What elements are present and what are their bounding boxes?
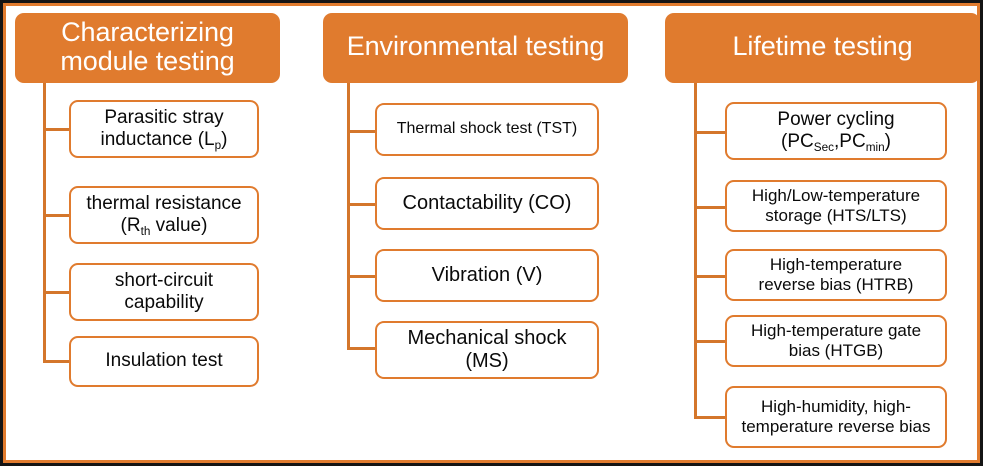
node-high-humidity-high-temperature-reverse-bias[interactable]: High-humidity, high-temperature reverse …	[725, 386, 947, 448]
connector-branch-1-3	[43, 291, 71, 294]
node-power-cycling[interactable]: Power cycling(PCSec,PCmin)	[725, 102, 947, 160]
node-label: Vibration (V)	[431, 263, 543, 286]
category-header-lifetime-testing[interactable]: Lifetime testing	[665, 13, 980, 83]
node-mechanical-shock[interactable]: Mechanical shock(MS)	[375, 321, 599, 379]
connector-branch-2-4	[347, 347, 376, 350]
connector-branch-2-2	[347, 203, 376, 206]
node-label: Insulation test	[105, 350, 223, 372]
connector-trunk-column-3	[694, 83, 697, 419]
connector-branch-3-3	[694, 275, 726, 278]
connector-branch-2-3	[347, 275, 376, 278]
connector-branch-1-4	[43, 360, 71, 363]
connector-branch-3-5	[694, 416, 726, 419]
node-label: Power cycling(PCSec,PCmin)	[777, 108, 895, 154]
category-header-label: Characterizing module testing	[60, 16, 235, 76]
category-header-label: Environmental testing	[346, 31, 605, 62]
category-header-environmental-testing[interactable]: Environmental testing	[323, 13, 628, 83]
category-header-characterizing-module-testing[interactable]: Characterizing module testing	[15, 13, 280, 83]
node-insulation-test[interactable]: Insulation test	[69, 336, 259, 387]
connector-branch-2-1	[347, 130, 376, 133]
node-label: High-humidity, high-temperature reverse …	[741, 397, 931, 436]
node-label: Thermal shock test (TST)	[396, 120, 578, 138]
node-thermal-resistance[interactable]: thermal resistance(Rth value)	[69, 186, 259, 244]
node-label: thermal resistance(Rth value)	[86, 192, 242, 238]
connector-branch-3-2	[694, 206, 726, 209]
connector-trunk-column-2	[347, 83, 350, 349]
node-vibration[interactable]: Vibration (V)	[375, 249, 599, 302]
node-contactability[interactable]: Contactability (CO)	[375, 177, 599, 230]
node-label: Contactability (CO)	[402, 191, 572, 214]
category-header-label: Lifetime testing	[732, 31, 913, 62]
connector-branch-3-4	[694, 340, 726, 343]
connector-branch-3-1	[694, 131, 726, 134]
connector-trunk-column-1	[43, 83, 46, 360]
node-thermal-shock-test[interactable]: Thermal shock test (TST)	[375, 103, 599, 156]
node-label: Mechanical shock(MS)	[407, 326, 567, 372]
connector-branch-1-1	[43, 128, 71, 131]
connector-branch-1-2	[43, 214, 71, 217]
